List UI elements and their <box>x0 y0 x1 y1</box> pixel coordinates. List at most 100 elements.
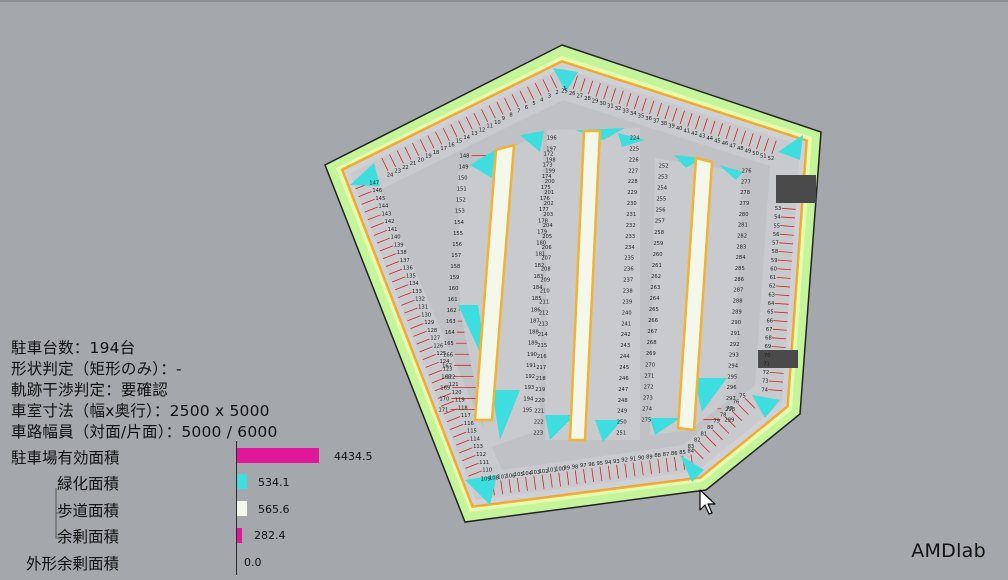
svg-text:288: 288 <box>733 298 743 304</box>
svg-text:226: 226 <box>629 157 639 163</box>
svg-text:72: 72 <box>763 370 770 376</box>
svg-text:244: 244 <box>620 354 631 360</box>
svg-text:248: 248 <box>618 398 628 404</box>
svg-text:17: 17 <box>440 146 447 152</box>
parking-stats-panel: 駐車台数：194台 形状判定（矩形のみ）：- 軌跡干渉判定：要確認 車室寸法（幅… <box>11 338 278 443</box>
area-label-walkway: 歩道面積 <box>57 502 120 520</box>
svg-text:73: 73 <box>762 379 769 385</box>
svg-text:21: 21 <box>410 161 417 167</box>
svg-text:189: 189 <box>528 341 538 347</box>
svg-text:28: 28 <box>584 96 591 102</box>
svg-text:144: 144 <box>378 204 389 210</box>
svg-text:241: 241 <box>621 321 631 327</box>
svg-text:92: 92 <box>621 458 628 464</box>
svg-text:62: 62 <box>769 284 776 290</box>
area-bar-greenery <box>237 474 247 489</box>
svg-text:207: 207 <box>541 256 551 262</box>
svg-text:12: 12 <box>479 127 486 133</box>
svg-text:16: 16 <box>448 142 455 148</box>
svg-text:252: 252 <box>659 164 669 170</box>
svg-text:214: 214 <box>538 332 549 338</box>
svg-text:263: 263 <box>650 285 660 291</box>
svg-text:131: 131 <box>418 305 428 311</box>
svg-text:87: 87 <box>663 452 670 458</box>
svg-text:235: 235 <box>624 256 634 262</box>
svg-text:85: 85 <box>679 450 686 456</box>
svg-text:59: 59 <box>771 258 778 264</box>
svg-text:223: 223 <box>533 431 543 437</box>
svg-text:266: 266 <box>648 318 658 324</box>
svg-text:259: 259 <box>653 241 663 247</box>
area-bar-walkway <box>237 501 248 516</box>
svg-text:240: 240 <box>622 310 632 316</box>
svg-text:268: 268 <box>647 340 657 346</box>
area-bar-surplus <box>237 528 243 543</box>
svg-text:277: 277 <box>741 179 751 185</box>
svg-text:203: 203 <box>543 212 553 218</box>
svg-text:246: 246 <box>619 376 629 382</box>
svg-text:180: 180 <box>536 241 546 247</box>
svg-text:150: 150 <box>458 176 468 182</box>
svg-text:232: 232 <box>626 223 636 229</box>
svg-text:278: 278 <box>740 190 750 196</box>
svg-text:112: 112 <box>476 452 486 458</box>
svg-text:297: 297 <box>726 396 736 402</box>
svg-text:231: 231 <box>626 212 636 218</box>
svg-text:139: 139 <box>394 242 404 248</box>
svg-text:82: 82 <box>694 438 701 444</box>
svg-text:165: 165 <box>444 341 454 347</box>
area-label-greenery: 緑化面積 <box>57 475 120 493</box>
svg-text:261: 261 <box>652 263 662 269</box>
svg-text:296: 296 <box>727 385 737 391</box>
entrance-gate-upper[interactable] <box>776 175 816 203</box>
svg-text:42: 42 <box>691 131 698 137</box>
svg-text:148: 148 <box>460 154 470 160</box>
svg-text:129: 129 <box>424 320 434 326</box>
svg-text:115: 115 <box>467 429 477 435</box>
svg-text:70: 70 <box>764 353 771 359</box>
svg-text:299: 299 <box>724 418 734 424</box>
svg-text:60: 60 <box>770 266 777 272</box>
svg-text:61: 61 <box>770 275 777 281</box>
stall-number-labels: 1234567891011121314151617181920212223242… <box>369 86 781 483</box>
svg-text:210: 210 <box>540 288 550 294</box>
svg-text:249: 249 <box>617 409 627 415</box>
svg-text:75: 75 <box>739 393 746 399</box>
svg-text:208: 208 <box>541 267 551 273</box>
svg-text:134: 134 <box>409 281 420 287</box>
svg-text:44: 44 <box>706 136 713 142</box>
svg-text:4: 4 <box>540 97 544 103</box>
brand-logo-text: AMDlab <box>911 540 986 562</box>
svg-text:183: 183 <box>533 274 543 280</box>
svg-text:84: 84 <box>687 449 694 455</box>
svg-text:206: 206 <box>542 245 552 251</box>
svg-text:239: 239 <box>622 299 632 305</box>
svg-text:209: 209 <box>540 278 550 284</box>
svg-text:230: 230 <box>627 201 637 207</box>
svg-text:294: 294 <box>728 363 739 369</box>
svg-text:15: 15 <box>456 139 463 145</box>
svg-text:145: 145 <box>375 196 385 202</box>
svg-text:238: 238 <box>623 288 633 294</box>
svg-text:19: 19 <box>425 154 432 160</box>
svg-text:126: 126 <box>433 343 443 349</box>
svg-text:255: 255 <box>656 197 666 203</box>
svg-text:199: 199 <box>545 168 555 174</box>
svg-text:264: 264 <box>650 296 661 302</box>
svg-text:105: 105 <box>514 472 524 478</box>
svg-text:158: 158 <box>450 264 460 270</box>
entrance-gate-lower[interactable] <box>758 350 798 368</box>
svg-text:114: 114 <box>470 436 481 442</box>
svg-text:138: 138 <box>397 250 407 256</box>
svg-text:57: 57 <box>772 241 779 247</box>
svg-text:136: 136 <box>403 266 413 272</box>
area-chart-axis <box>236 441 237 575</box>
svg-text:260: 260 <box>653 252 663 258</box>
svg-text:157: 157 <box>451 253 461 259</box>
svg-text:242: 242 <box>621 332 631 338</box>
svg-text:103: 103 <box>530 470 540 476</box>
svg-text:282: 282 <box>737 233 747 239</box>
svg-text:7: 7 <box>517 109 520 115</box>
